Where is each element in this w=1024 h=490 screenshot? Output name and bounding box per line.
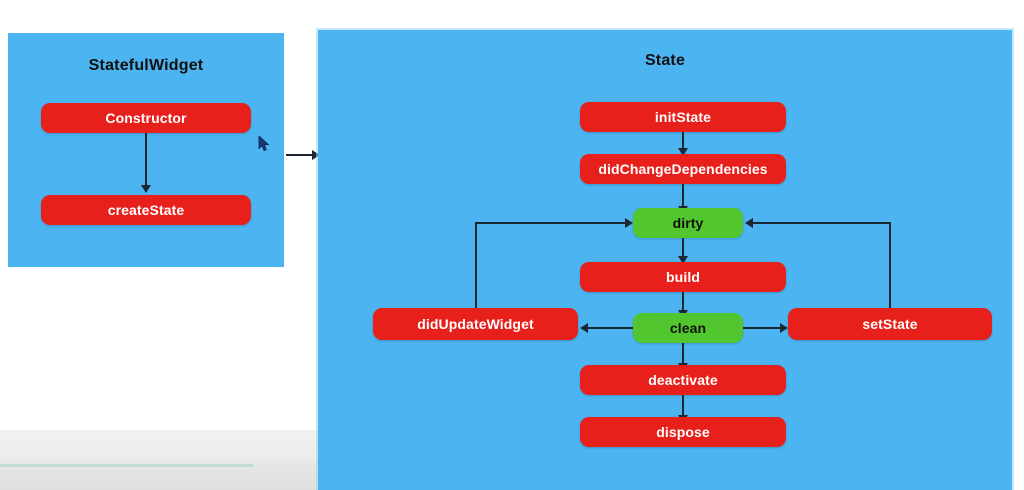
page-bottom-divider <box>0 464 254 467</box>
arrowhead-right-icon <box>625 218 633 228</box>
node-did-update-widget[interactable]: didUpdateWidget <box>373 308 578 340</box>
edge-set-state-to-dirty-horizontal <box>751 222 891 224</box>
edge-clean-to-set-state <box>743 327 782 329</box>
panel-title-stateful-widget: StatefulWidget <box>88 57 204 74</box>
arrowhead-down-icon <box>678 148 688 156</box>
edge-init-state-to-did-change-dependencies <box>682 132 684 150</box>
node-build[interactable]: build <box>580 262 786 292</box>
edge-stateful-widget-to-state <box>286 154 314 156</box>
arrowhead-down-icon <box>141 185 151 193</box>
node-did-change-dependencies[interactable]: didChangeDependencies <box>580 154 786 184</box>
node-dispose[interactable]: dispose <box>580 417 786 447</box>
edge-did-change-dependencies-to-dirty <box>682 184 684 208</box>
edge-clean-to-did-update-widget <box>586 327 633 329</box>
node-init-state[interactable]: initState <box>580 102 786 132</box>
node-dirty[interactable]: dirty <box>633 208 743 238</box>
edge-set-state-to-dirty-vertical <box>889 222 891 308</box>
node-deactivate[interactable]: deactivate <box>580 365 786 395</box>
edge-build-to-clean <box>682 292 684 312</box>
node-clean[interactable]: clean <box>633 313 743 343</box>
edge-dirty-to-build <box>682 238 684 258</box>
edge-clean-to-deactivate <box>682 343 684 365</box>
edge-did-update-widget-to-dirty-horizontal <box>475 222 627 224</box>
edge-did-update-widget-to-dirty-vertical <box>475 223 477 308</box>
node-constructor[interactable]: Constructor <box>41 103 251 133</box>
arrowhead-down-icon <box>678 256 688 264</box>
mouse-pointer-icon <box>258 135 270 152</box>
page-bottom-chrome <box>0 430 320 490</box>
panel-state: State initState didChangeDependencies di… <box>318 30 1012 490</box>
arrowhead-left-icon <box>580 323 588 333</box>
arrowhead-right-icon <box>312 150 320 160</box>
edge-constructor-to-create-state <box>145 133 147 187</box>
arrowhead-right-icon <box>780 323 788 333</box>
node-set-state[interactable]: setState <box>788 308 992 340</box>
panel-stateful-widget: StatefulWidget Constructor createState <box>8 33 284 267</box>
node-create-state[interactable]: createState <box>41 195 251 225</box>
panel-title-state: State <box>644 52 686 69</box>
arrowhead-left-icon <box>745 218 753 228</box>
edge-deactivate-to-dispose <box>682 395 684 417</box>
